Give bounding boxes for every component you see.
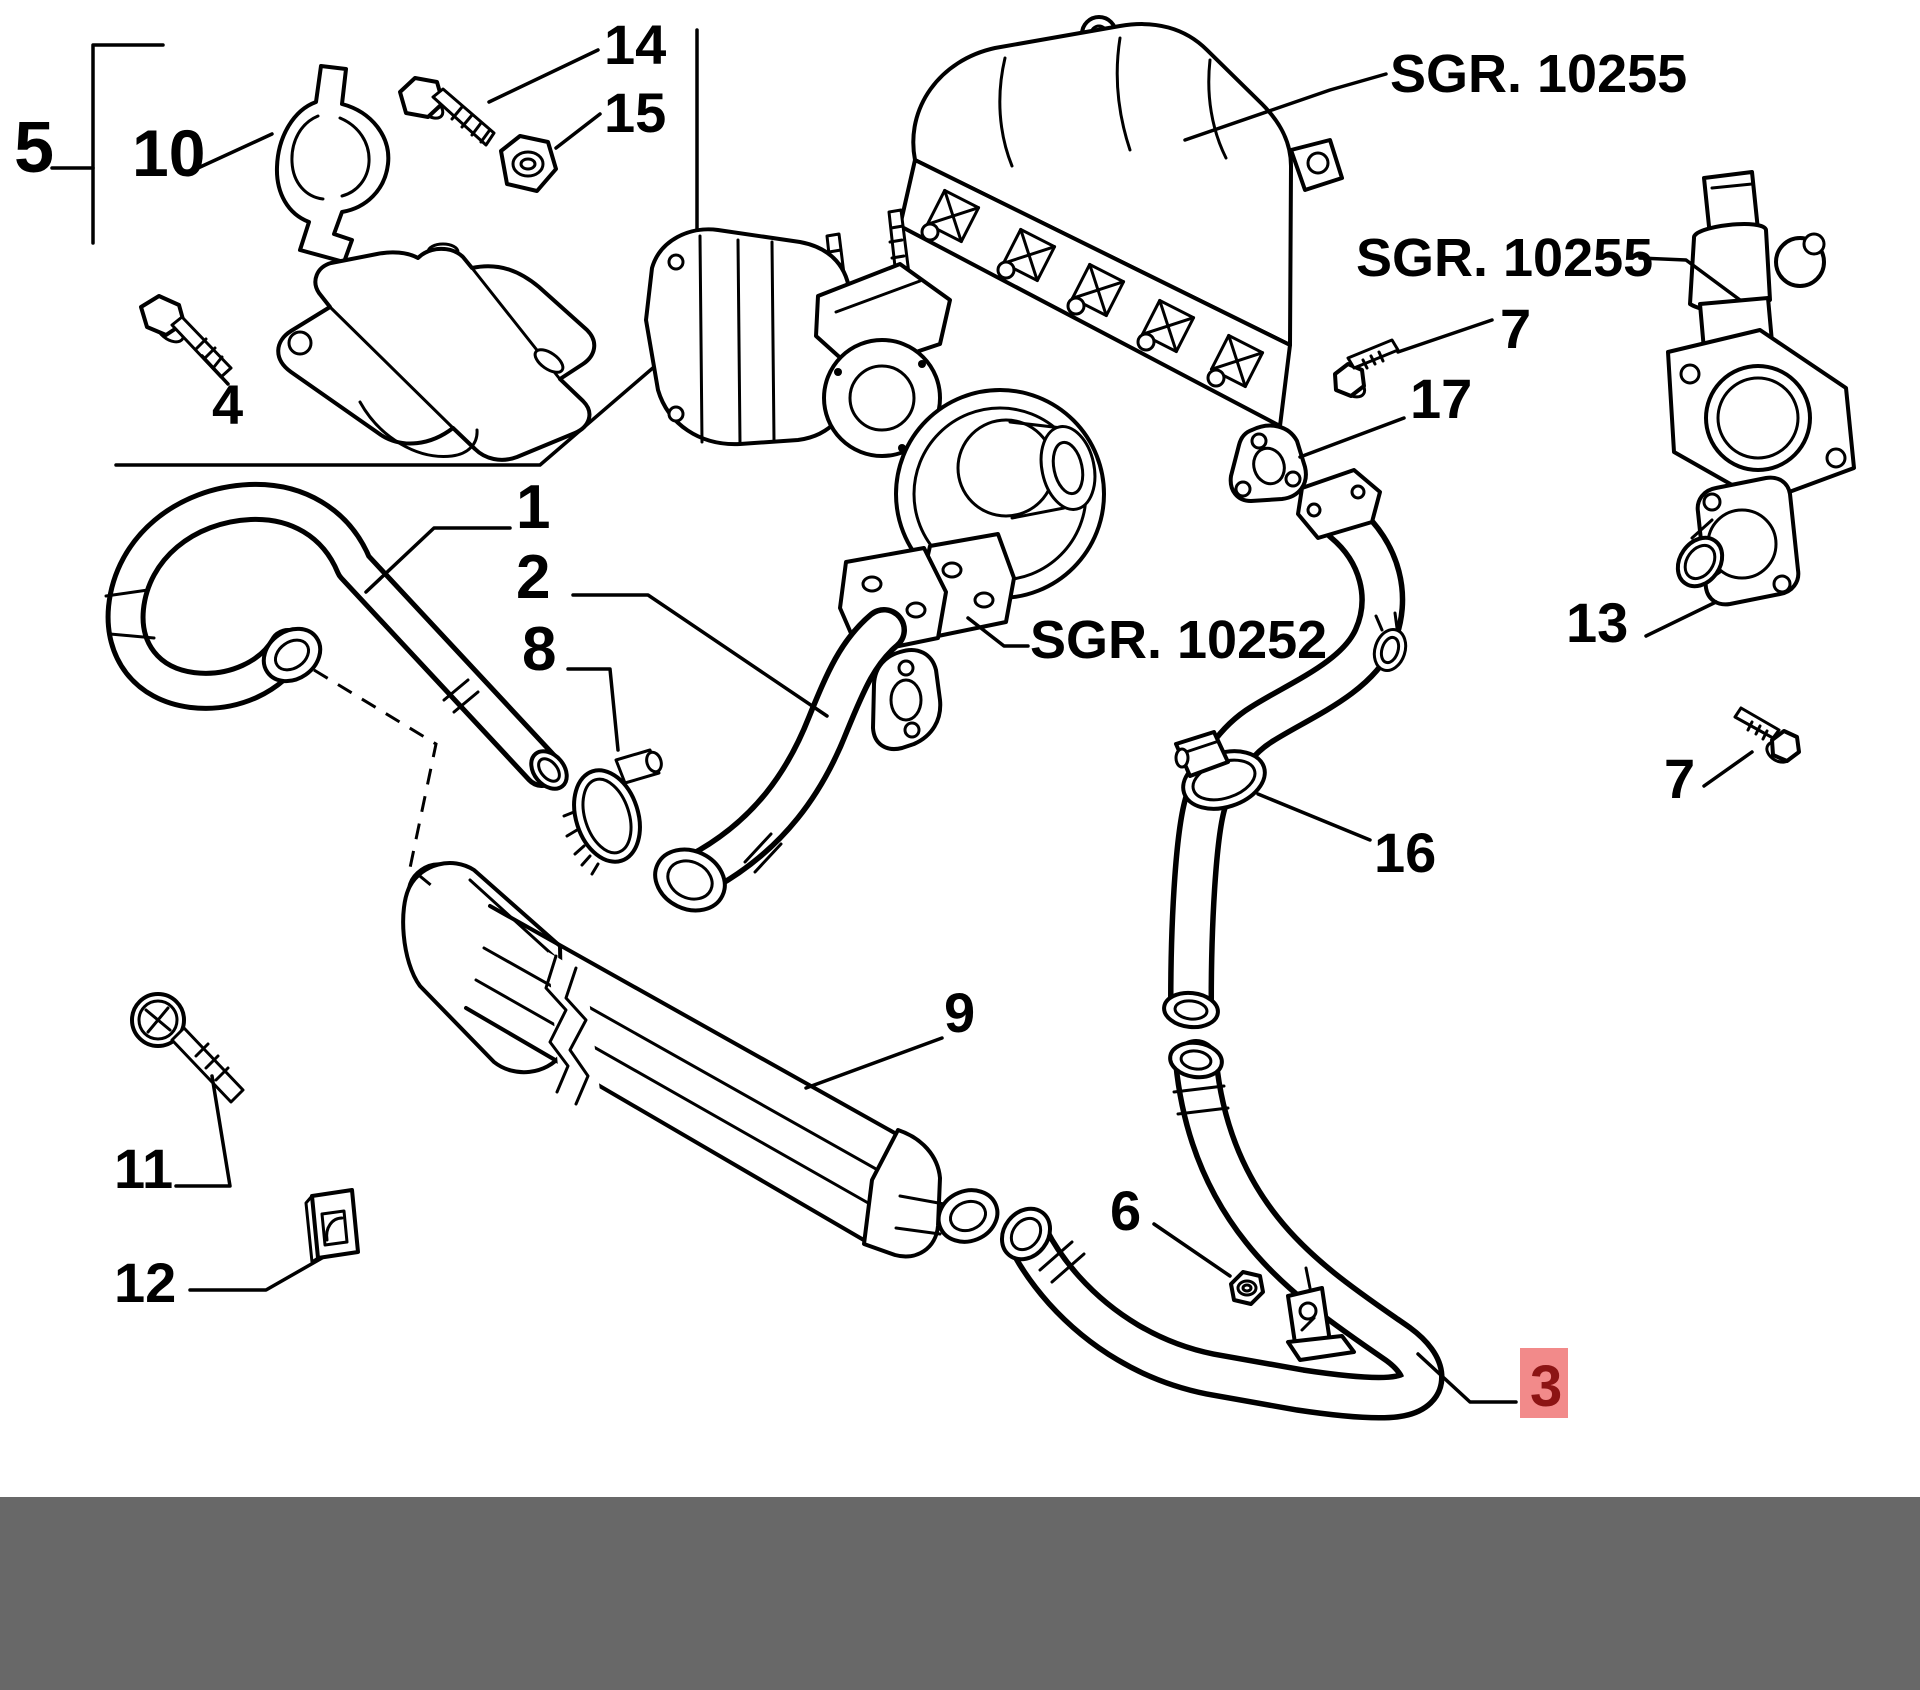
nut-6 xyxy=(1229,1270,1265,1306)
callout-9: 9 xyxy=(944,981,975,1044)
intake-manifold-drawing xyxy=(898,15,1344,428)
callout-1: 1 xyxy=(516,473,550,542)
gasket-17 xyxy=(1228,423,1308,503)
callout-12: 12 xyxy=(114,1251,176,1314)
nut-15 xyxy=(499,134,558,193)
footer-bar: ALFA FIAT LANCI - 55703081 N - 3 xyxy=(0,1497,1920,1690)
callout-leader-lines xyxy=(174,48,1754,1404)
callout-13: 13 xyxy=(1566,591,1628,654)
callout-10: 10 xyxy=(132,116,205,190)
callout-11: 11 xyxy=(114,1137,173,1200)
support-bracket-part xyxy=(276,242,597,462)
group-ref-throttle: SGR. 10255 xyxy=(1356,228,1653,288)
group-ref-manifold: SGR. 10255 xyxy=(1390,44,1687,104)
screw-11 xyxy=(130,992,245,1104)
group-ref-turbo: SGR. 10252 xyxy=(1030,610,1327,670)
callout-8: 8 xyxy=(522,615,556,684)
callout-7-right: 7 xyxy=(1664,747,1695,810)
bolt-7-right xyxy=(1733,706,1801,764)
callout-5: 5 xyxy=(14,108,54,188)
hose-clamp-8 xyxy=(562,748,663,876)
callout-4: 4 xyxy=(212,373,243,436)
throttle-body-drawing xyxy=(1666,170,1856,518)
callout-15: 15 xyxy=(604,81,666,144)
hose-16-drawing xyxy=(1162,468,1408,1030)
turbocharger-drawing xyxy=(644,208,1106,751)
callout-6: 6 xyxy=(1110,1179,1141,1242)
highlight-box-3 xyxy=(1520,1348,1568,1418)
clip-nut-12 xyxy=(304,1188,360,1264)
group-frame-lines xyxy=(50,28,699,467)
hose-3-drawing xyxy=(999,1039,1445,1421)
callout-17: 17 xyxy=(1410,367,1472,430)
alignment-dashed-lines xyxy=(313,668,438,888)
callout-2: 2 xyxy=(516,543,550,612)
hose-3-bracket xyxy=(1286,1266,1356,1362)
callout-labels: 5 10 14 15 4 1 2 8 SGR. 10255 SGR. 10255… xyxy=(14,13,1695,1419)
callout-14: 14 xyxy=(604,13,666,76)
callout-7-top: 7 xyxy=(1500,297,1531,360)
pipe-clamp-part xyxy=(274,64,391,264)
callout-3-highlighted: 3 xyxy=(1530,1354,1562,1419)
intercooler-drawing xyxy=(401,861,1000,1259)
bolt-4 xyxy=(139,294,233,379)
hose-2-drawing xyxy=(653,546,948,913)
callout-16: 16 xyxy=(1374,821,1436,884)
bolt-7-top xyxy=(1333,338,1400,399)
flange-13 xyxy=(1675,475,1801,607)
bolt-14 xyxy=(398,76,496,147)
hose-1-drawing xyxy=(104,481,569,791)
